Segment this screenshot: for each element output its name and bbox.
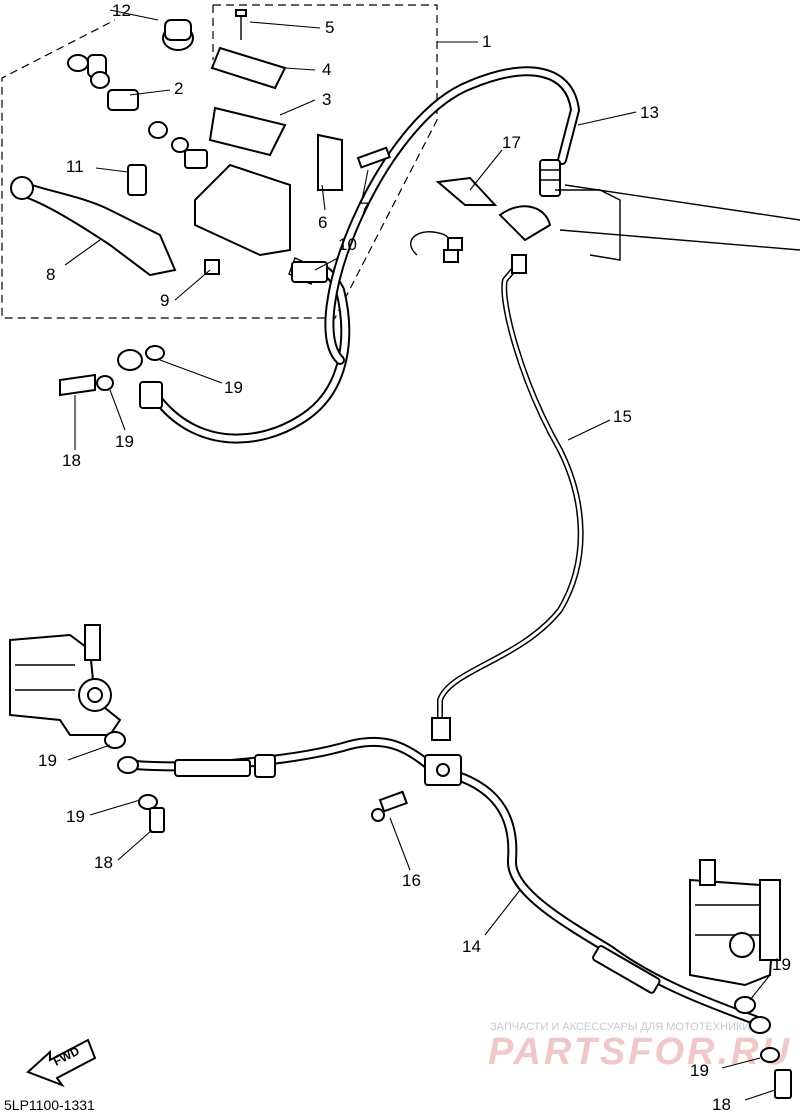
diagram-code: 5LP1100-1331 — [4, 1097, 95, 1113]
hose-upper — [155, 66, 580, 444]
callout-2: 2 — [174, 79, 183, 98]
callout-18: 18 — [94, 853, 113, 872]
caliper-left — [9, 624, 165, 833]
watermark: ЗАПЧАСТИ И АКСЕССУАРЫ ДЛЯ МОТОТЕХНИКИ PA… — [488, 1021, 792, 1073]
callout-9: 9 — [160, 291, 169, 310]
assembly-outline — [1, 4, 478, 319]
fwd-arrow-icon: FWD — [26, 1038, 97, 1088]
callout-11: 11 — [66, 157, 84, 176]
callout-19: 19 — [772, 955, 791, 974]
callout-8: 8 — [46, 265, 55, 284]
callout-19: 19 — [224, 378, 243, 397]
callout-14: 14 — [462, 937, 481, 956]
callout-13: 13 — [640, 103, 659, 122]
callout-3: 3 — [322, 90, 331, 109]
callout-18: 18 — [712, 1095, 731, 1114]
watermark-text-line1: ЗАПЧАСТИ И АКСЕССУАРЫ ДЛЯ МОТОТЕХНИКИ — [490, 1021, 750, 1033]
callout-labels: 12 5 1 4 2 3 13 17 11 7 6 10 8 9 19 15 1… — [38, 1, 791, 1114]
callout-19: 19 — [115, 432, 134, 451]
leader-lines — [64, 9, 776, 1101]
callout-17: 17 — [502, 133, 521, 152]
watermark-text-line2: PARTSFOR.RU — [488, 1031, 792, 1073]
callout-4: 4 — [322, 60, 331, 79]
callout-5: 5 — [325, 18, 334, 37]
callout-18: 18 — [62, 451, 81, 470]
callout-10: 10 — [338, 235, 357, 254]
callout-19: 19 — [690, 1061, 709, 1080]
lower-hoses — [130, 736, 760, 1025]
brake-pipe — [431, 254, 584, 741]
bracket-area — [435, 159, 800, 261]
master-cylinder — [10, 9, 391, 409]
callout-15: 15 — [613, 407, 632, 426]
callout-19: 19 — [38, 751, 57, 770]
callout-6: 6 — [318, 213, 327, 232]
callout-12: 12 — [112, 1, 131, 20]
callout-1: 1 — [482, 32, 491, 51]
caliper-right — [689, 859, 792, 1099]
callout-19: 19 — [66, 807, 85, 826]
callout-16: 16 — [402, 871, 421, 890]
callout-7: 7 — [360, 199, 369, 218]
